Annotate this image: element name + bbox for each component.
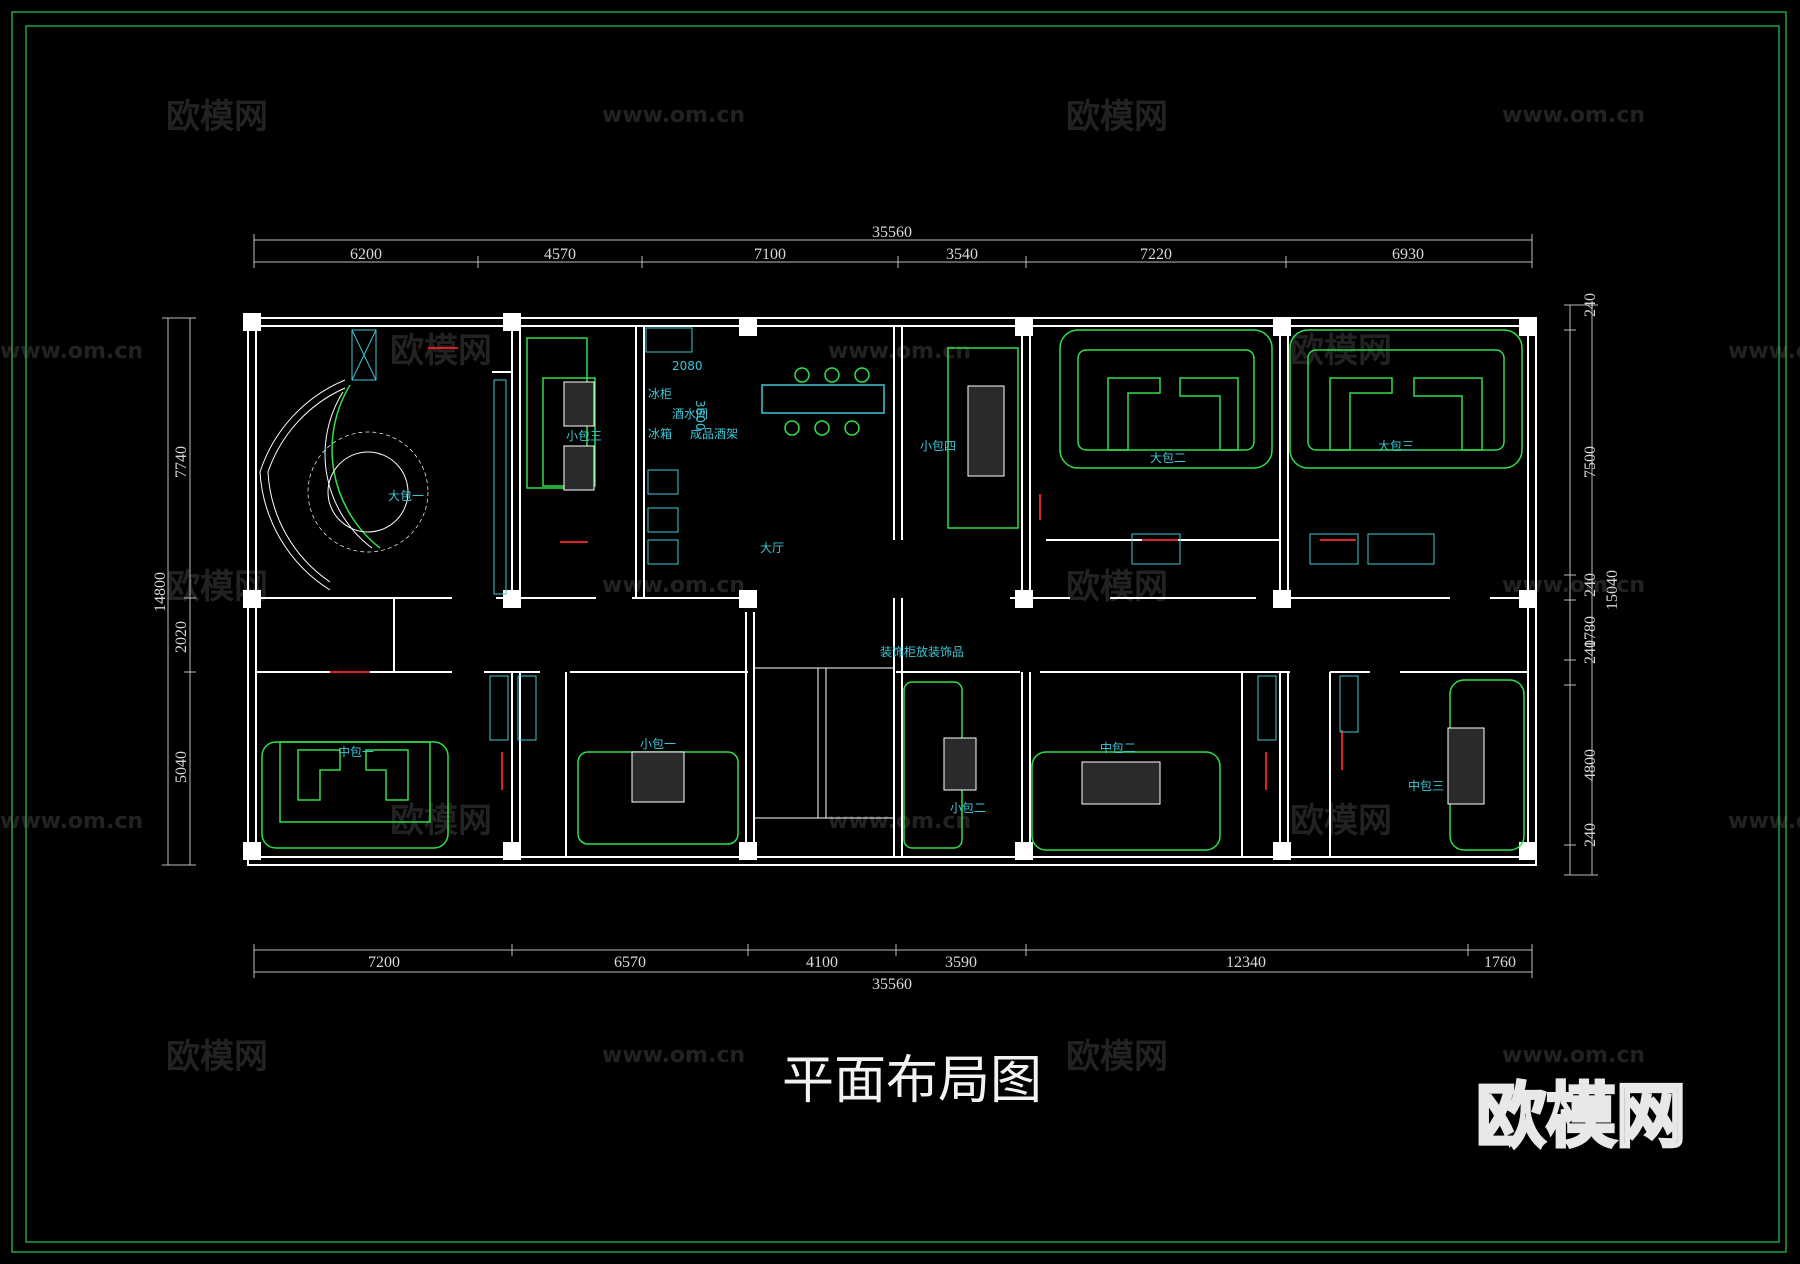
dim-right-segment: 240: [1582, 293, 1599, 317]
dim-right-segment: 240: [1582, 823, 1599, 847]
room-label-dim-2080: 2080: [672, 359, 703, 373]
watermark-brand: 欧模网: [390, 801, 492, 841]
watermarks: 欧模网 www.om.cn 欧模网 www.om.cn www.om.cn 欧模…: [0, 97, 1800, 1077]
outer-frame: [11, 11, 1787, 1253]
room-label-zhong-bao-1: 中包一: [338, 744, 374, 759]
watermark-site: www.om.cn: [602, 103, 745, 128]
dim-left-segment: 7740: [173, 446, 190, 478]
dim-right-segment: 1780: [1582, 616, 1599, 648]
dim-right-segment: 7500: [1582, 446, 1599, 478]
watermark-site: www.om.cn: [1728, 809, 1800, 834]
watermark-site: www.om.cn: [0, 809, 143, 834]
room-label-xiao-bao-1: 小包一: [640, 737, 676, 751]
dim-top-total: 35560: [872, 224, 912, 241]
dim-bottom-segment: 12340: [1226, 954, 1266, 971]
watermark-site: www.om.cn: [602, 1043, 745, 1068]
watermark-site: www.om.cn: [828, 809, 971, 834]
watermark-site: www.om.cn: [828, 339, 971, 364]
room-label-xiao-bao-3: 小包三: [566, 429, 602, 443]
watermark-brand: 欧模网: [1066, 97, 1168, 137]
watermark-brand: 欧模网: [390, 331, 492, 371]
drawing-title: 平面布局图: [782, 1051, 1042, 1111]
room-label-xiao-bao-2: 小包二: [950, 801, 986, 815]
dim-bottom-segment: 3590: [945, 954, 977, 971]
watermark-site: www.om.cn: [602, 573, 745, 598]
dim-top-segment: 6930: [1392, 246, 1424, 263]
dim-bottom-segment: 1760: [1484, 954, 1516, 971]
watermark-brand: 欧模网: [166, 97, 268, 137]
watermark-site: www.om.cn: [0, 339, 143, 364]
watermark-brand: 欧模网: [1066, 567, 1168, 607]
dim-left-total: 14800: [152, 572, 169, 612]
columns: [243, 313, 1537, 860]
watermark-site: www.om.cn: [1502, 103, 1645, 128]
dim-left-segment: 5040: [173, 751, 190, 783]
watermark-brand: 欧模网: [1290, 801, 1392, 841]
room-label-dim-3600: 3600: [693, 400, 707, 431]
room-label-zhong-bao-2: 中包二: [1100, 740, 1136, 755]
dim-right-segment: 240: [1582, 573, 1599, 597]
room-label-zhong-bao-3: 中包三: [1408, 778, 1444, 793]
dim-top-segment: 7220: [1140, 246, 1172, 263]
room-label-bing-gui: 冰柜: [648, 387, 672, 401]
dim-top-segment: 7100: [754, 246, 786, 263]
site-logo: 欧模网: [1476, 1075, 1686, 1157]
red-accents: [330, 347, 1356, 790]
inner-frame: [25, 25, 1780, 1243]
furniture: [259, 329, 1525, 851]
room-label-jiu-shui-jian: 酒水间: [672, 407, 708, 421]
dim-bottom-segment: 7200: [368, 954, 400, 971]
dimension-lines: [162, 234, 1598, 978]
room-label-zhuang-shi-gui: 装饰柜放装饰品: [880, 644, 964, 659]
room-labels: 大包一 小包三 冰柜 酒水间 冰箱 成品酒架 2080 3600 大厅 小包四 …: [338, 359, 1444, 815]
dim-top-segment: 4570: [544, 246, 576, 263]
room-label-da-ting: 大厅: [760, 541, 784, 555]
watermark-brand: 欧模网: [166, 1037, 268, 1077]
watermark-site: www.om.cn: [1728, 339, 1800, 364]
watermark-brand: 欧模网: [1290, 331, 1392, 371]
dim-right-total: 15040: [1604, 570, 1621, 610]
dim-right-segment: 240: [1582, 640, 1599, 664]
cyan-details: [489, 327, 1435, 741]
room-label-cheng-pin-jiu-jia: 成品酒架: [690, 427, 738, 441]
watermark-site: www.om.cn: [1502, 1043, 1645, 1068]
dim-left-segment: 2020: [173, 621, 190, 653]
room-label-bing-xiang: 冰箱: [648, 426, 672, 441]
room-label-xiao-bao-4: 小包四: [920, 439, 956, 453]
dim-bottom-segment: 6570: [614, 954, 646, 971]
dim-right-segment: 4800: [1582, 749, 1599, 781]
dim-top-segment: 3540: [946, 246, 978, 263]
watermark-brand: 欧模网: [1066, 1037, 1168, 1077]
room-label-da-bao-1: 大包一: [388, 489, 424, 503]
dim-bottom-segment: 4100: [806, 954, 838, 971]
room-label-da-bao-3: 大包三: [1378, 439, 1414, 453]
dim-bottom-total: 35560: [872, 976, 912, 993]
dim-top-segment: 6200: [350, 246, 382, 263]
dimension-labels: 35560 6200 4570 7100 3540 7220 6930 7200…: [152, 224, 1621, 993]
room-label-da-bao-2: 大包二: [1150, 451, 1186, 465]
